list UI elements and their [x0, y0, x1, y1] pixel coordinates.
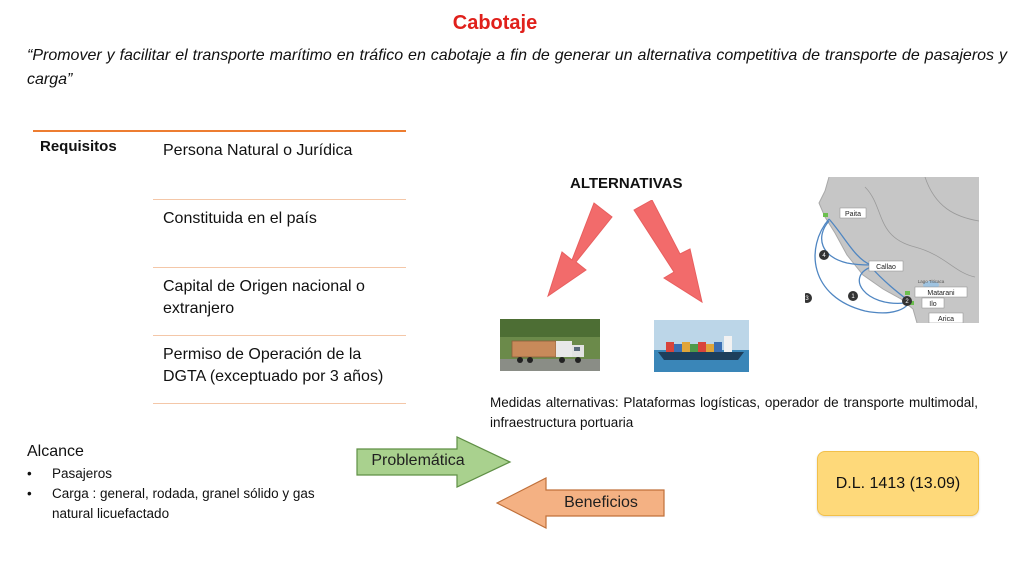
- requisito-item: Persona Natural o Jurídica: [163, 142, 353, 159]
- requisitos-divider: [153, 267, 406, 268]
- route-number: 2: [905, 299, 909, 305]
- arrow-left-down-icon: [547, 202, 613, 298]
- arrow-right-down-icon: [633, 200, 703, 304]
- beneficios-button[interactable]: Beneficios: [496, 477, 666, 529]
- alcance-heading: Alcance: [27, 443, 84, 460]
- route-number: 3: [805, 296, 809, 302]
- peru-coast-map: Paita Callao Matarani Ilo Arica Lago Tit…: [805, 177, 979, 323]
- bullet-icon: •: [27, 486, 32, 501]
- lake-label: Lago Titicaca: [918, 279, 945, 284]
- truck-image: [500, 319, 600, 371]
- problematica-label: Problemática: [371, 452, 465, 469]
- arrow-left-icon: [496, 477, 665, 529]
- bullet-icon: •: [27, 466, 32, 481]
- slide-title: Cabotaje: [452, 12, 538, 34]
- requisitos-divider: [153, 199, 406, 200]
- decreto-legislativo-badge: D.L. 1413 (13.09): [817, 451, 979, 516]
- port-label-callao: Callao: [876, 264, 896, 271]
- alternativas-arrows: [547, 200, 703, 304]
- port-label-ilo: Ilo: [929, 301, 937, 308]
- beneficios-label: Beneficios: [564, 494, 638, 511]
- slide-quote: “Promover y facilitar el transporte marí…: [27, 47, 1007, 88]
- list-item: • Carga : general, rodada, granel sólido…: [27, 486, 315, 521]
- requisitos-top-border: [33, 130, 406, 132]
- route-number: 4: [822, 253, 826, 259]
- port-label-arica: Arica: [938, 316, 954, 323]
- alcance-list: • Pasajeros • Carga : general, rodada, g…: [27, 464, 327, 524]
- requisitos-label: Requisitos: [40, 138, 117, 155]
- requisito-item: Capital de Origen nacional o extranjero: [163, 278, 365, 317]
- port-label-matarani: Matarani: [927, 290, 955, 297]
- cargo-ship-image: [654, 320, 749, 372]
- arrow-right-icon: [356, 436, 512, 488]
- requisito-item: Constituida en el país: [163, 210, 317, 227]
- shipping-routes: [814, 218, 910, 314]
- port-label-paita: Paita: [845, 211, 861, 218]
- list-item: • Pasajeros: [27, 464, 327, 484]
- requisito-item: Permiso de Operación de la DGTA (exceptu…: [163, 346, 384, 385]
- route-number: 1: [851, 294, 855, 300]
- problematica-button[interactable]: Problemática: [356, 436, 512, 488]
- requisitos-divider: [153, 403, 406, 404]
- requisitos-divider: [153, 335, 406, 336]
- medidas-alternativas-text: Medidas alternativas: Plataformas logíst…: [490, 395, 978, 430]
- alternativas-label: ALTERNATIVAS: [570, 175, 683, 192]
